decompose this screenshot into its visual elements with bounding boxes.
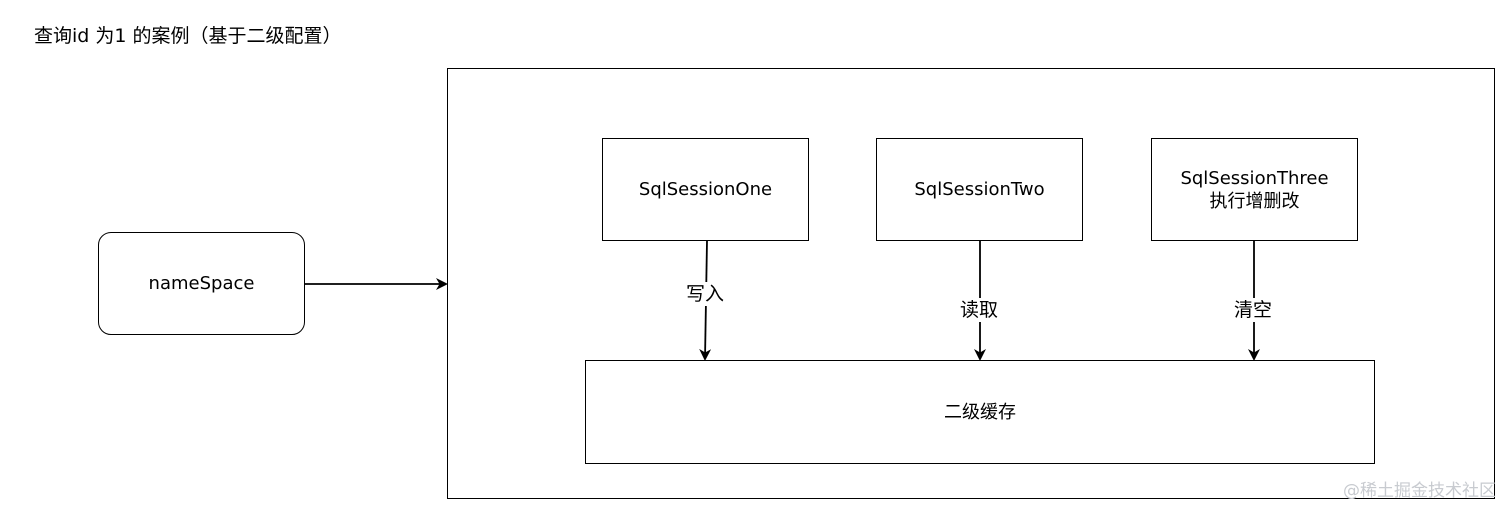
- write-edge-label: 写入: [685, 282, 726, 306]
- sql-session-one-node: SqlSessionOne: [602, 138, 809, 241]
- sql-session-three-node: SqlSessionThree 执行增删改: [1151, 138, 1358, 241]
- sql-session-three-action-label: 执行增删改: [1209, 190, 1300, 212]
- diagram-title: 查询id 为1 的案例（基于二级配置）: [34, 25, 342, 47]
- namespace-node-label: nameSpace: [148, 273, 255, 294]
- sql-session-three-label: SqlSessionThree: [1180, 167, 1329, 189]
- sql-session-two-node: SqlSessionTwo: [876, 138, 1083, 241]
- second-level-cache-label: 二级缓存: [944, 401, 1016, 423]
- clear-edge-label: 清空: [1233, 298, 1274, 322]
- namespace-node: nameSpace: [98, 232, 305, 335]
- read-edge-label: 读取: [959, 298, 1000, 322]
- sql-session-two-label: SqlSessionTwo: [914, 179, 1045, 200]
- sql-session-one-label: SqlSessionOne: [638, 179, 773, 200]
- watermark: @稀土掘金技术社区: [1343, 481, 1496, 501]
